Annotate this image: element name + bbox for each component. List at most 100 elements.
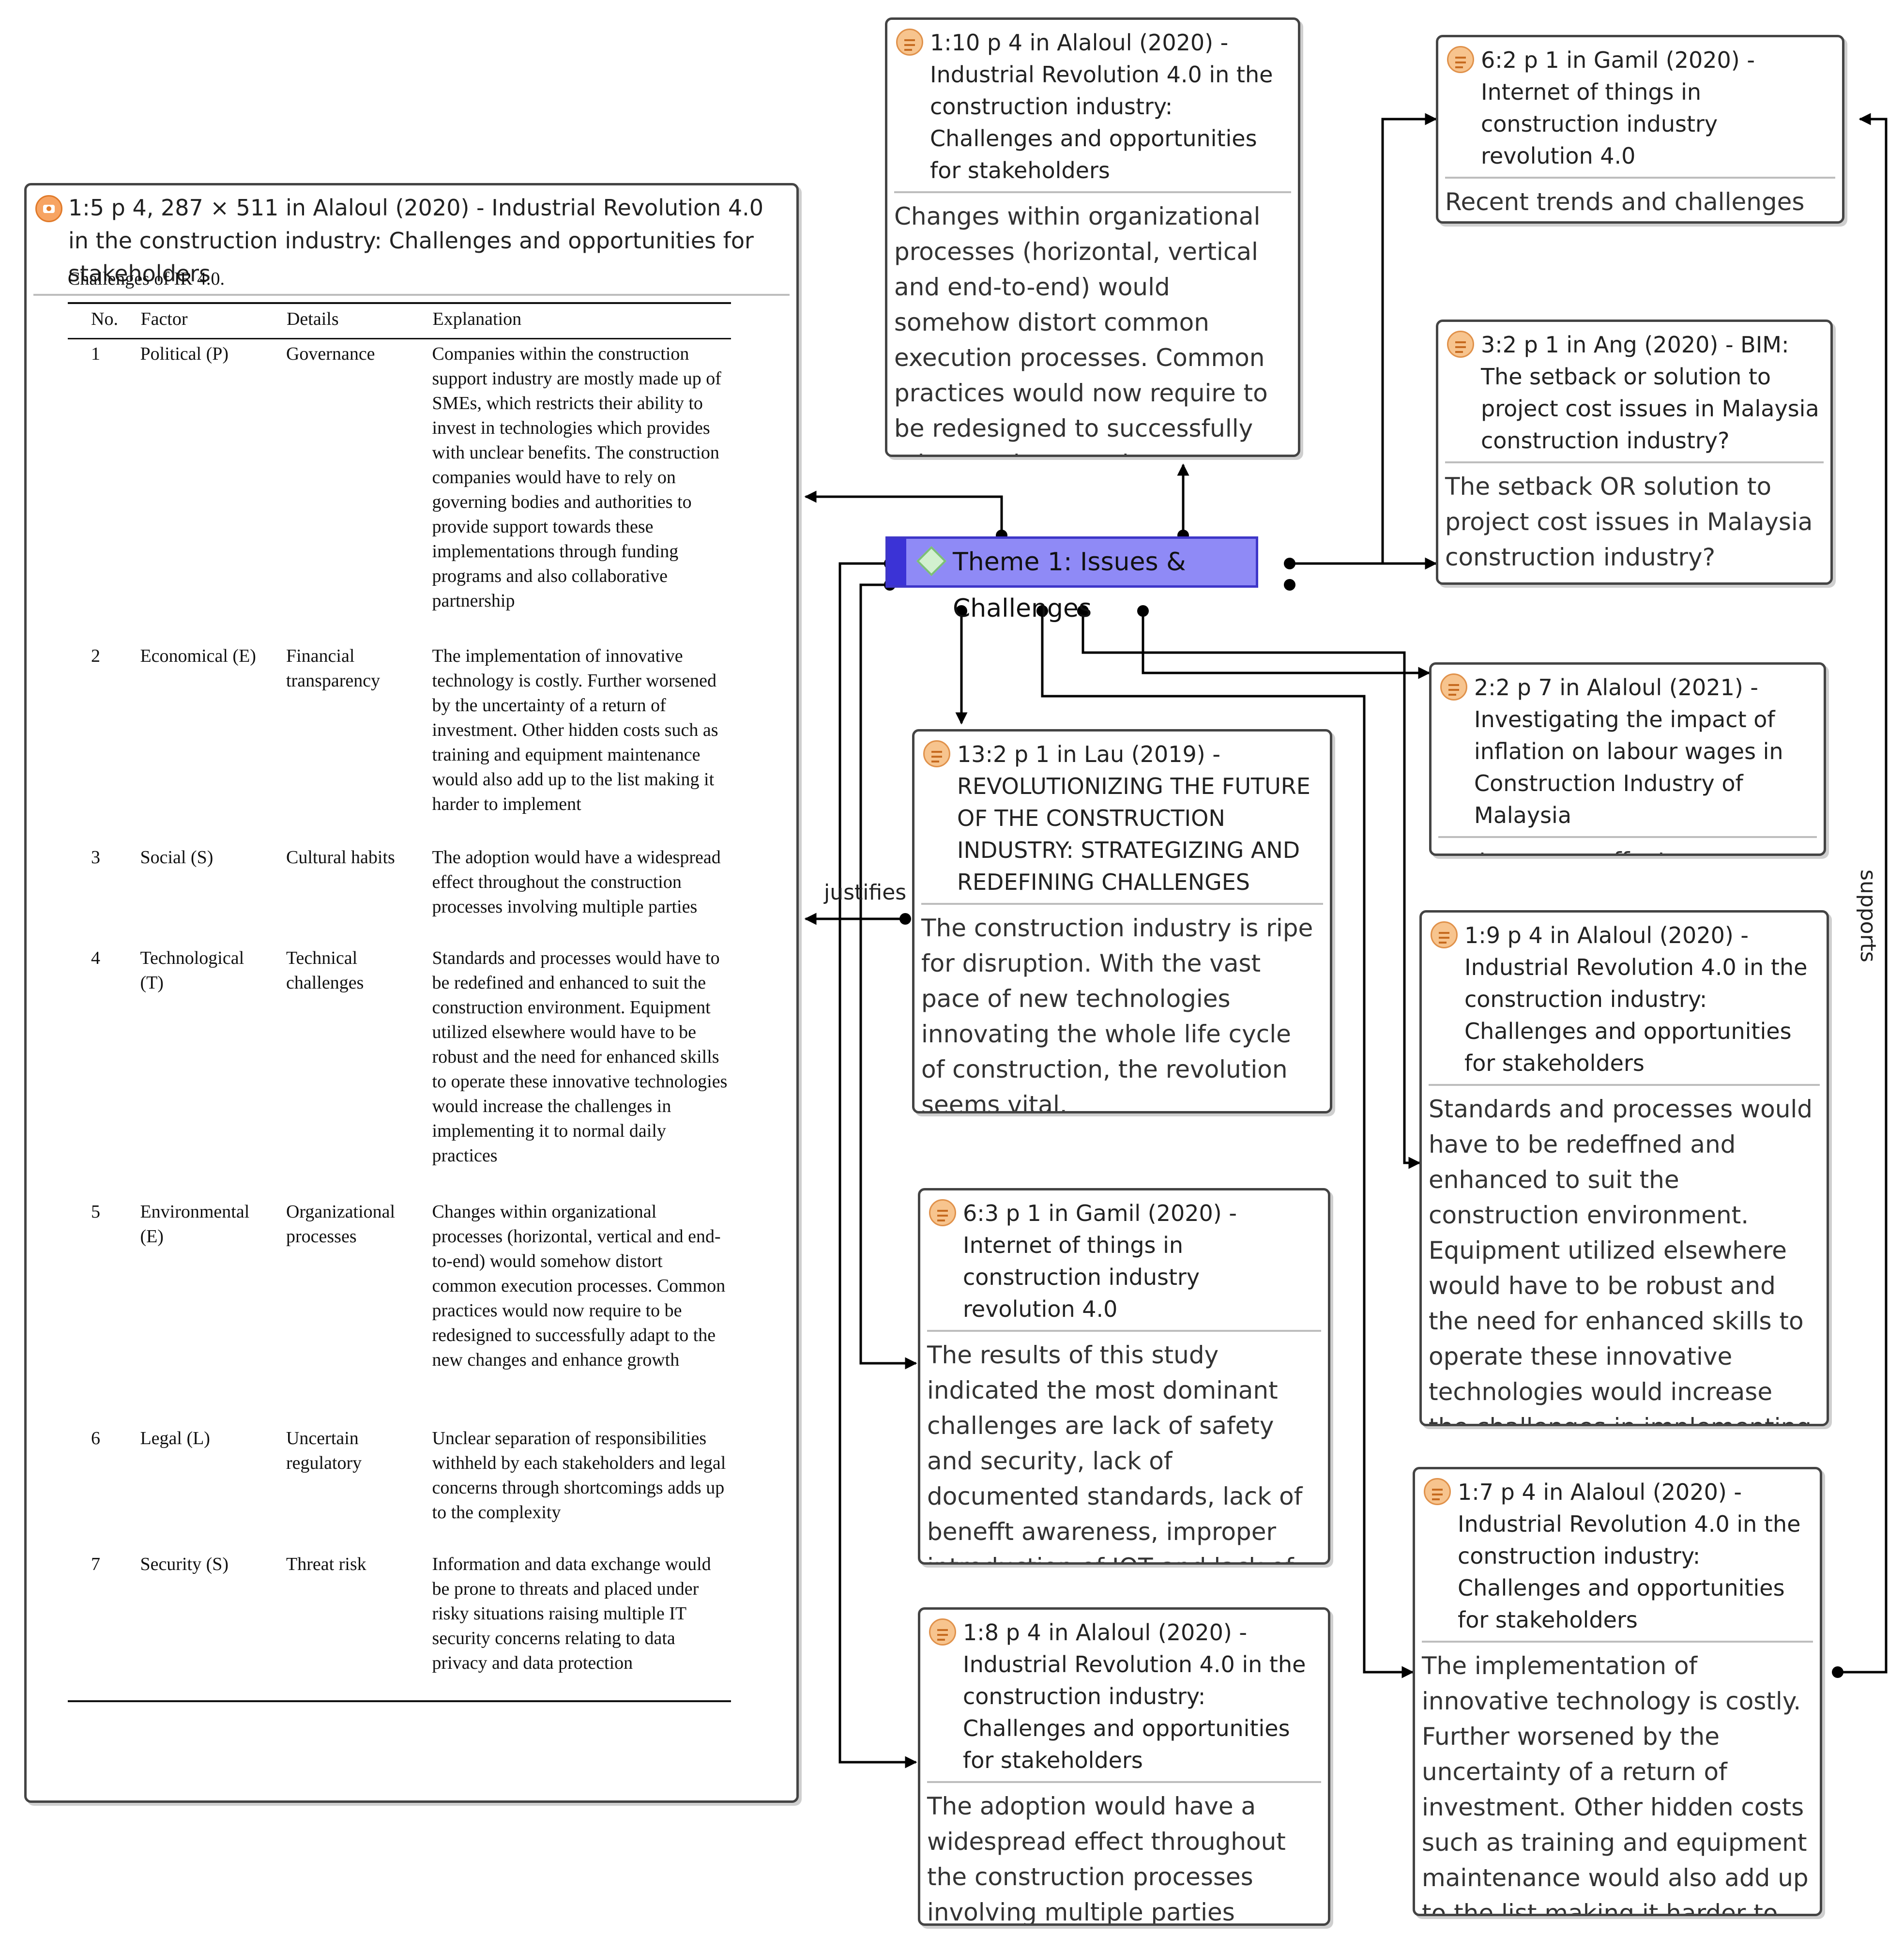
cell-explanation: Changes within organizational processes … [432, 1202, 726, 1370]
link-label-supports: supports [1856, 869, 1880, 962]
quotation-title: 6:3 p 1 in Gamil (2020) - Internet of th… [963, 1200, 1237, 1322]
quotation-header: 1:10 p 4 in Alaloul (2020) - Industrial … [887, 20, 1298, 191]
link-to-quote-2-2[interactable] [1142, 611, 1431, 679]
quotation-text: Changes within organizational processes … [894, 202, 1268, 455]
quotation-node-3-2[interactable]: 3:2 p 1 in Ang (2020) - BIM: The setback… [1436, 320, 1833, 585]
quotation-separator [1429, 1084, 1820, 1086]
cell-details: Organizational processes [286, 1202, 396, 1247]
quotation-icon [1431, 921, 1458, 948]
cell-explanation: Companies within the construction suppor… [432, 344, 721, 611]
quotation-icon [923, 740, 950, 767]
cell-factor: Social (S) [140, 847, 213, 868]
quotation-header: 2:2 p 7 in Alaloul (2021) - Investigatin… [1432, 665, 1824, 836]
link-to-quote-1-9[interactable] [1081, 611, 1421, 1169]
cell-details: Technical challenges [286, 948, 364, 993]
ir-challenges-table: No. Factor Details Explanation 1 Politic… [68, 300, 731, 1703]
quotation-title: 1:7 p 4 in Alaloul (2020) - Industrial R… [1458, 1479, 1801, 1633]
quotation-node-13-2[interactable]: 13:2 p 1 in Lau (2019) - REVOLUTIONIZING… [912, 729, 1332, 1113]
quotation-title: 1:9 p 4 in Alaloul (2020) - Industrial R… [1464, 922, 1808, 1076]
cell-no: 3 [91, 847, 100, 868]
link-to-quote-1-7[interactable] [1041, 611, 1414, 1678]
cell-explanation: Standards and processes would have to be… [432, 948, 728, 1166]
col-header-details: Details [286, 308, 339, 329]
cell-details: Cultural habits [286, 847, 395, 868]
table-row: 2 Economical (E) Financial transparency … [68, 644, 731, 845]
cell-explanation: The adoption would have a widespread eff… [432, 847, 721, 917]
quotation-title: 3:2 p 1 in Ang (2020) - BIM: The setback… [1481, 332, 1819, 454]
quotation-text: The construction industry is ripe for di… [921, 914, 1313, 1113]
quotation-title: 13:2 p 1 in Lau (2019) - REVOLUTIONIZING… [957, 741, 1310, 895]
link-to-quote-1-8[interactable] [838, 562, 917, 1768]
table-row: 6 Legal (L) Uncertain regulatory Unclear… [68, 1426, 731, 1552]
table-header-rule [68, 338, 731, 339]
quotation-node-6-3[interactable]: 6:3 p 1 in Gamil (2020) - Internet of th… [918, 1188, 1330, 1565]
cell-factor: Security (S) [140, 1554, 229, 1574]
table-row: 4 Technological (T) Technical challenges… [68, 946, 731, 1200]
link-to-quote-6-3[interactable] [859, 583, 917, 1370]
link-origin-dot [956, 605, 967, 617]
col-header-explanation: Explanation [432, 308, 522, 329]
quotation-separator [1438, 836, 1817, 838]
quotation-title: 1:10 p 4 in Alaloul (2020) - Industrial … [930, 30, 1273, 183]
quotation-separator [1422, 1641, 1813, 1643]
cell-details: Uncertain regulatory [286, 1428, 362, 1473]
link-supports[interactable] [1838, 113, 1888, 1674]
quotation-node-6-2[interactable]: 6:2 p 1 in Gamil (2020) - Internet of th… [1436, 35, 1844, 224]
image-quotation-node[interactable]: 1:5 p 4, 287 × 511 in Alaloul (2020) - I… [24, 183, 799, 1803]
quotation-icon [1424, 1478, 1451, 1505]
cell-no: 6 [91, 1428, 100, 1448]
quotation-header: 3:2 p 1 in Ang (2020) - BIM: The setback… [1438, 322, 1830, 461]
table-bottom-rule [68, 1700, 731, 1702]
table-header-row: No. Factor Details Explanation [68, 300, 731, 338]
quotation-node-1-7[interactable]: 1:7 p 4 in Alaloul (2020) - Industrial R… [1413, 1467, 1822, 1916]
cell-no: 1 [91, 344, 100, 364]
quotation-separator [927, 1330, 1321, 1332]
quotation-header: 6:2 p 1 in Gamil (2020) - Internet of th… [1438, 37, 1842, 177]
quotation-text: Recent trends and challenges in th... [1445, 188, 1805, 216]
cell-no: 4 [91, 948, 100, 968]
quotation-header: 1:5 p 4, 287 × 511 in Alaloul (2020) - I… [27, 185, 796, 294]
cell-details: Governance [286, 344, 375, 364]
quotation-title: 2:2 p 7 in Alaloul (2021) - Investigatin… [1474, 674, 1783, 828]
cell-factor: Economical (E) [140, 646, 256, 666]
quotation-title: 1:5 p 4, 287 × 511 in Alaloul (2020) - I… [68, 195, 764, 287]
cell-factor: Technological (T) [140, 948, 244, 993]
quotation-text: The setback OR solution to project cost … [1445, 473, 1813, 571]
link-to-quote-6-2[interactable] [1290, 113, 1437, 565]
cell-explanation: Unclear separation of responsibilities w… [432, 1428, 726, 1523]
table-caption: Challenges of IR 4.0. [68, 269, 225, 289]
quotation-icon [896, 29, 923, 56]
link-origin-dot [1036, 605, 1048, 617]
quotation-icon [1440, 673, 1467, 701]
quotation-title: 6:2 p 1 in Gamil (2020) - Internet of th… [1481, 47, 1755, 169]
quotation-text: The implementation of innovative technol… [1422, 1652, 1809, 1916]
theme-color-bar [888, 539, 906, 585]
quotation-node-1-8[interactable]: 1:8 p 4 in Alaloul (2020) - Industrial R… [918, 1607, 1330, 1926]
quotation-title: 1:8 p 4 in Alaloul (2020) - Industrial R… [963, 1619, 1306, 1773]
quotation-header: 1:7 p 4 in Alaloul (2020) - Industrial R… [1415, 1469, 1820, 1641]
cell-explanation: The implementation of innovative technol… [432, 646, 718, 814]
quotation-node-1-10[interactable]: 1:10 p 4 in Alaloul (2020) - Industrial … [885, 17, 1300, 457]
cell-explanation: Information and data exchange would be p… [432, 1554, 711, 1673]
cell-factor: Legal (L) [140, 1428, 210, 1448]
col-header-factor: Factor [140, 308, 188, 329]
quotation-separator [1445, 461, 1824, 463]
quotation-node-1-9[interactable]: 1:9 p 4 in Alaloul (2020) - Industrial R… [1419, 910, 1829, 1426]
table-row: 5 Environmental (E) Organizational proce… [68, 1200, 731, 1426]
quotation-node-2-2[interactable]: 2:2 p 7 in Alaloul (2021) - Investigatin… [1429, 662, 1826, 856]
link-origin-dot [1284, 558, 1295, 569]
link-origin-dot [1284, 579, 1295, 591]
camera-icon [35, 195, 62, 222]
quotation-separator [1445, 177, 1835, 179]
theme-node[interactable]: Theme 1: Issues & Challenges [885, 536, 1258, 623]
quotation-header: 13:2 p 1 in Lau (2019) - REVOLUTIONIZING… [914, 732, 1330, 903]
link-origin-dot [1077, 605, 1089, 617]
table-row: 3 Social (S) Cultural habits The adoptio… [68, 845, 731, 946]
cell-no: 5 [91, 1202, 100, 1222]
quotation-header: 1:9 p 4 in Alaloul (2020) - Industrial R… [1422, 913, 1827, 1084]
quotation-separator [921, 903, 1323, 905]
link-to-image-quote[interactable] [804, 490, 1003, 535]
cell-factor: Environmental (E) [140, 1202, 250, 1247]
